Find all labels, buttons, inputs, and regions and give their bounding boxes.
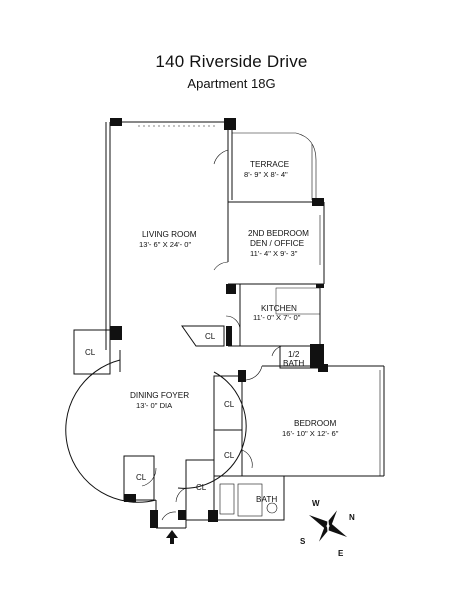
compass-s-label: S (300, 537, 306, 546)
dining-foyer-dim: 13'- 0" DIA (136, 401, 173, 410)
den-office-label: DEN / OFFICE (250, 239, 305, 248)
entry-arrow-icon (166, 530, 178, 544)
bedroom-label: BEDROOM (294, 419, 336, 428)
bedroom2-label: 2ND BEDROOM (248, 229, 309, 238)
bath-label: BATH (256, 495, 277, 504)
closet-label: CL (136, 473, 147, 482)
half-bath-label: BATH (283, 359, 304, 368)
compass-n-label: N (349, 513, 355, 522)
bedroom2-dim: 11'- 4" X 9'- 3" (250, 249, 298, 258)
compass-e-label: E (338, 549, 344, 558)
half-bath-num: 1/2 (288, 350, 300, 359)
living-room-dim: 13'- 6" X 24'- 0" (139, 240, 191, 249)
living-room-label: LIVING ROOM (142, 230, 197, 239)
plan-title: 140 Riverside Drive (155, 52, 308, 71)
plan-subtitle: Apartment 18G (187, 76, 276, 91)
compass-icon (308, 510, 348, 542)
kitchen-dim: 11'- 0" X 7'- 0" (253, 313, 301, 322)
terrace-label: TERRACE (250, 160, 290, 169)
bedroom-dim: 16'- 10" X 12'- 6" (282, 429, 339, 438)
closet-label: CL (224, 400, 235, 409)
closet-label: CL (196, 483, 207, 492)
dining-foyer-label: DINING FOYER (130, 391, 189, 400)
closet-label: CL (224, 451, 235, 460)
closet-label: CL (85, 348, 96, 357)
closet-label: CL (205, 332, 216, 341)
compass-w-label: W (312, 499, 320, 508)
kitchen-label: KITCHEN (261, 304, 297, 313)
terrace-dim: 8'- 9" X 8'- 4" (244, 170, 288, 179)
